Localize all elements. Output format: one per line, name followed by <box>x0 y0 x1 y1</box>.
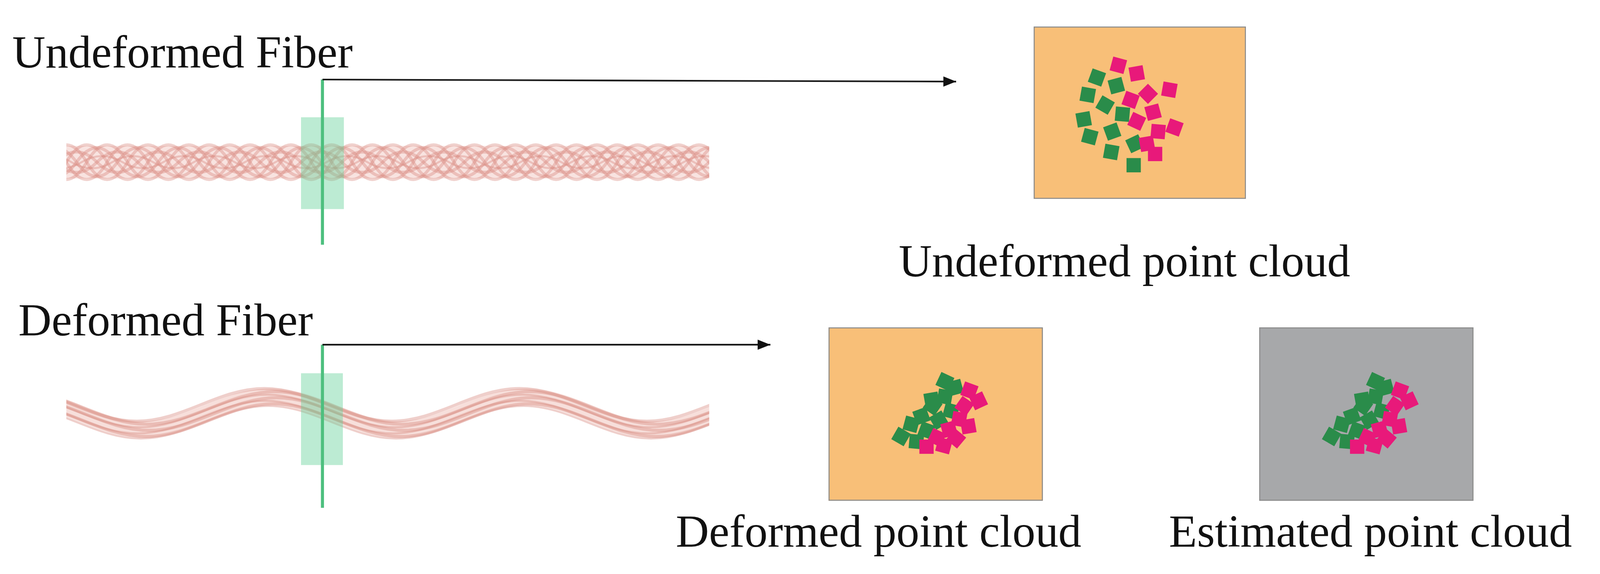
fiber-strand <box>66 391 710 425</box>
point-cloud-box: Estimated point cloud <box>1259 327 1474 502</box>
pink-point <box>1121 90 1140 110</box>
undeformed-points <box>1075 56 1184 173</box>
pink-point <box>946 428 967 449</box>
pink-point <box>960 418 977 435</box>
connector-group <box>322 344 771 346</box>
fiber-strand <box>66 155 710 168</box>
green-point <box>902 415 920 434</box>
pink-point <box>919 439 935 455</box>
fiber-strand <box>66 388 710 422</box>
node-label: Undeformed point cloud <box>898 238 1351 285</box>
pink-point <box>927 428 947 448</box>
pink-point <box>1150 123 1166 140</box>
fiber-body <box>66 145 710 179</box>
green-point <box>936 388 953 406</box>
pink-point <box>1165 118 1184 138</box>
node-label: Estimated point cloud <box>1168 509 1572 556</box>
green-point <box>1107 77 1126 95</box>
green-point <box>917 421 937 441</box>
green-point <box>912 407 931 426</box>
green-point <box>946 379 965 397</box>
pink-point <box>940 420 958 439</box>
green-point <box>923 391 940 409</box>
pink-point <box>950 411 968 428</box>
node-label: Undeformed Fiber <box>12 29 353 76</box>
green-point <box>1087 68 1107 87</box>
green-point <box>942 402 960 420</box>
pink-point <box>960 381 979 401</box>
pink-point <box>1137 83 1158 104</box>
point-cloud-box: Deformed point cloud <box>828 327 1043 502</box>
fiber-strand <box>66 151 710 173</box>
section-line <box>320 79 324 245</box>
fiber-strand <box>66 397 710 431</box>
green-point <box>922 396 943 417</box>
green-point <box>1095 95 1115 115</box>
pink-point <box>969 391 988 411</box>
green-point <box>1075 110 1092 128</box>
deformed-points <box>891 372 989 455</box>
green-point <box>1103 122 1122 142</box>
fiber-strand <box>66 147 710 177</box>
fiber-strand <box>66 145 710 180</box>
green-point <box>891 426 912 447</box>
fiber-region: Undeformed Fiber <box>66 79 710 245</box>
pink-point <box>1128 65 1146 82</box>
point-cloud-box: Undeformed point cloud <box>1033 26 1246 199</box>
arrow-connector <box>322 344 771 346</box>
pink-point <box>1161 81 1178 99</box>
fiber-strand <box>66 155 710 168</box>
pink-point <box>935 437 953 455</box>
fiber-strand <box>66 405 710 439</box>
green-point <box>929 410 949 431</box>
fiber-strand <box>66 395 710 428</box>
node-label: Deformed Fiber <box>18 297 314 344</box>
fiber-strand <box>66 401 710 434</box>
pink-point <box>954 396 975 417</box>
undeformed-fiber <box>66 145 710 180</box>
node-label: Deformed point cloud <box>676 509 1082 556</box>
green-point <box>1126 158 1142 173</box>
arrow-connector <box>322 79 957 82</box>
section-window <box>301 373 343 466</box>
green-point <box>908 434 925 450</box>
green-point <box>1081 127 1099 146</box>
pink-point <box>1109 56 1128 75</box>
fiber-strand <box>66 145 710 180</box>
connector-group <box>322 79 957 82</box>
pink-point <box>1138 135 1156 152</box>
fiber-strand <box>66 145 710 180</box>
pink-point <box>1127 112 1147 132</box>
fiber-body <box>66 397 710 430</box>
fiber-strand <box>66 147 710 177</box>
green-point <box>1125 134 1145 154</box>
fiber-strand <box>66 145 710 180</box>
deformed-fiber <box>66 388 710 439</box>
section-window <box>301 117 345 210</box>
pink-point <box>1144 103 1162 122</box>
fiber-strand <box>66 151 710 173</box>
green-point <box>1079 86 1097 104</box>
section-line <box>320 344 324 509</box>
green-point <box>935 372 955 392</box>
estimated-points <box>1321 372 1419 455</box>
pink-point <box>1147 147 1163 162</box>
green-point <box>1102 143 1120 161</box>
fiber-region: Deformed Fiber <box>66 344 710 509</box>
fiber-strand <box>66 403 710 437</box>
green-point <box>1114 106 1131 123</box>
